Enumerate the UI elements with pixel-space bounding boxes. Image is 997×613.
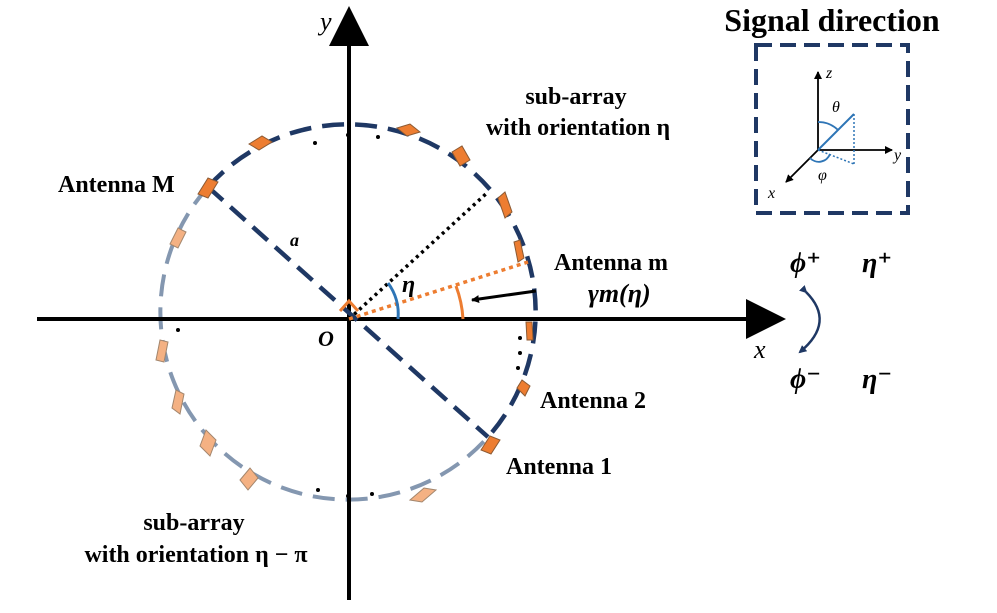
antenna-element xyxy=(408,487,438,503)
antenna-element xyxy=(480,435,501,455)
antenna-element xyxy=(169,227,187,249)
phi-plus-label: ϕ⁺ xyxy=(790,248,821,279)
antenna-1-label: Antenna 1 xyxy=(506,454,612,480)
eta-angle-label: η xyxy=(402,272,415,298)
antenna-element xyxy=(239,467,259,491)
inset-y-label: y xyxy=(892,147,902,164)
radius-label: a xyxy=(290,230,299,250)
inset-phi-label: φ xyxy=(818,167,827,184)
antenna-element xyxy=(197,177,219,199)
eta-minus-label: η⁻ xyxy=(862,364,892,395)
inset-box xyxy=(754,43,910,215)
inset-title: Signal direction xyxy=(724,2,940,38)
antenna-element xyxy=(497,191,513,219)
antennas-top xyxy=(197,123,534,455)
radius-line xyxy=(206,185,490,439)
rotation-arrow-icon xyxy=(798,284,821,354)
subarray-top-line2: with orientation η xyxy=(486,115,670,141)
phi-minus-label: ϕ⁻ xyxy=(790,364,821,395)
inset-z-label: z xyxy=(825,65,833,82)
inset-x-label: x xyxy=(767,185,775,202)
antenna-m-line xyxy=(348,260,529,321)
subarray-top-circle xyxy=(206,122,538,439)
antenna-element xyxy=(155,339,169,363)
antenna-element xyxy=(171,389,185,415)
antenna-M-label: Antenna M xyxy=(58,172,175,198)
gamma-label: γm(η) xyxy=(588,279,651,308)
antenna-m-label: Antenna m xyxy=(554,250,668,276)
eta-arc xyxy=(386,282,400,320)
antenna-element xyxy=(199,429,217,457)
gamma-arc xyxy=(454,285,465,320)
inset-theta-label: θ xyxy=(832,99,840,116)
subarray-top-line1: sub-array xyxy=(525,84,626,110)
orientation-line xyxy=(347,190,490,321)
antenna-element xyxy=(248,135,273,151)
antenna-element xyxy=(451,145,471,167)
antenna-element xyxy=(395,123,422,137)
right-angle-marker xyxy=(338,298,360,313)
antenna-element xyxy=(516,379,531,397)
y-axis-label: y xyxy=(317,7,332,36)
subarray-bottom-line1: sub-array xyxy=(143,510,244,536)
antenna-2-label: Antenna 2 xyxy=(540,388,646,414)
inset-axes xyxy=(785,71,893,183)
x-axis-label: x xyxy=(753,335,766,364)
gamma-arrow xyxy=(471,289,537,303)
subarray-bottom-circle xyxy=(158,185,490,502)
signal-vector xyxy=(817,113,855,151)
antenna-element xyxy=(525,321,534,341)
antennas-bottom xyxy=(155,227,438,503)
subarray-bottom-line2: with orientation η − π xyxy=(84,542,307,568)
antenna-element xyxy=(513,239,525,263)
eta-plus-label: η⁺ xyxy=(862,248,892,279)
origin-label: O xyxy=(318,326,334,351)
